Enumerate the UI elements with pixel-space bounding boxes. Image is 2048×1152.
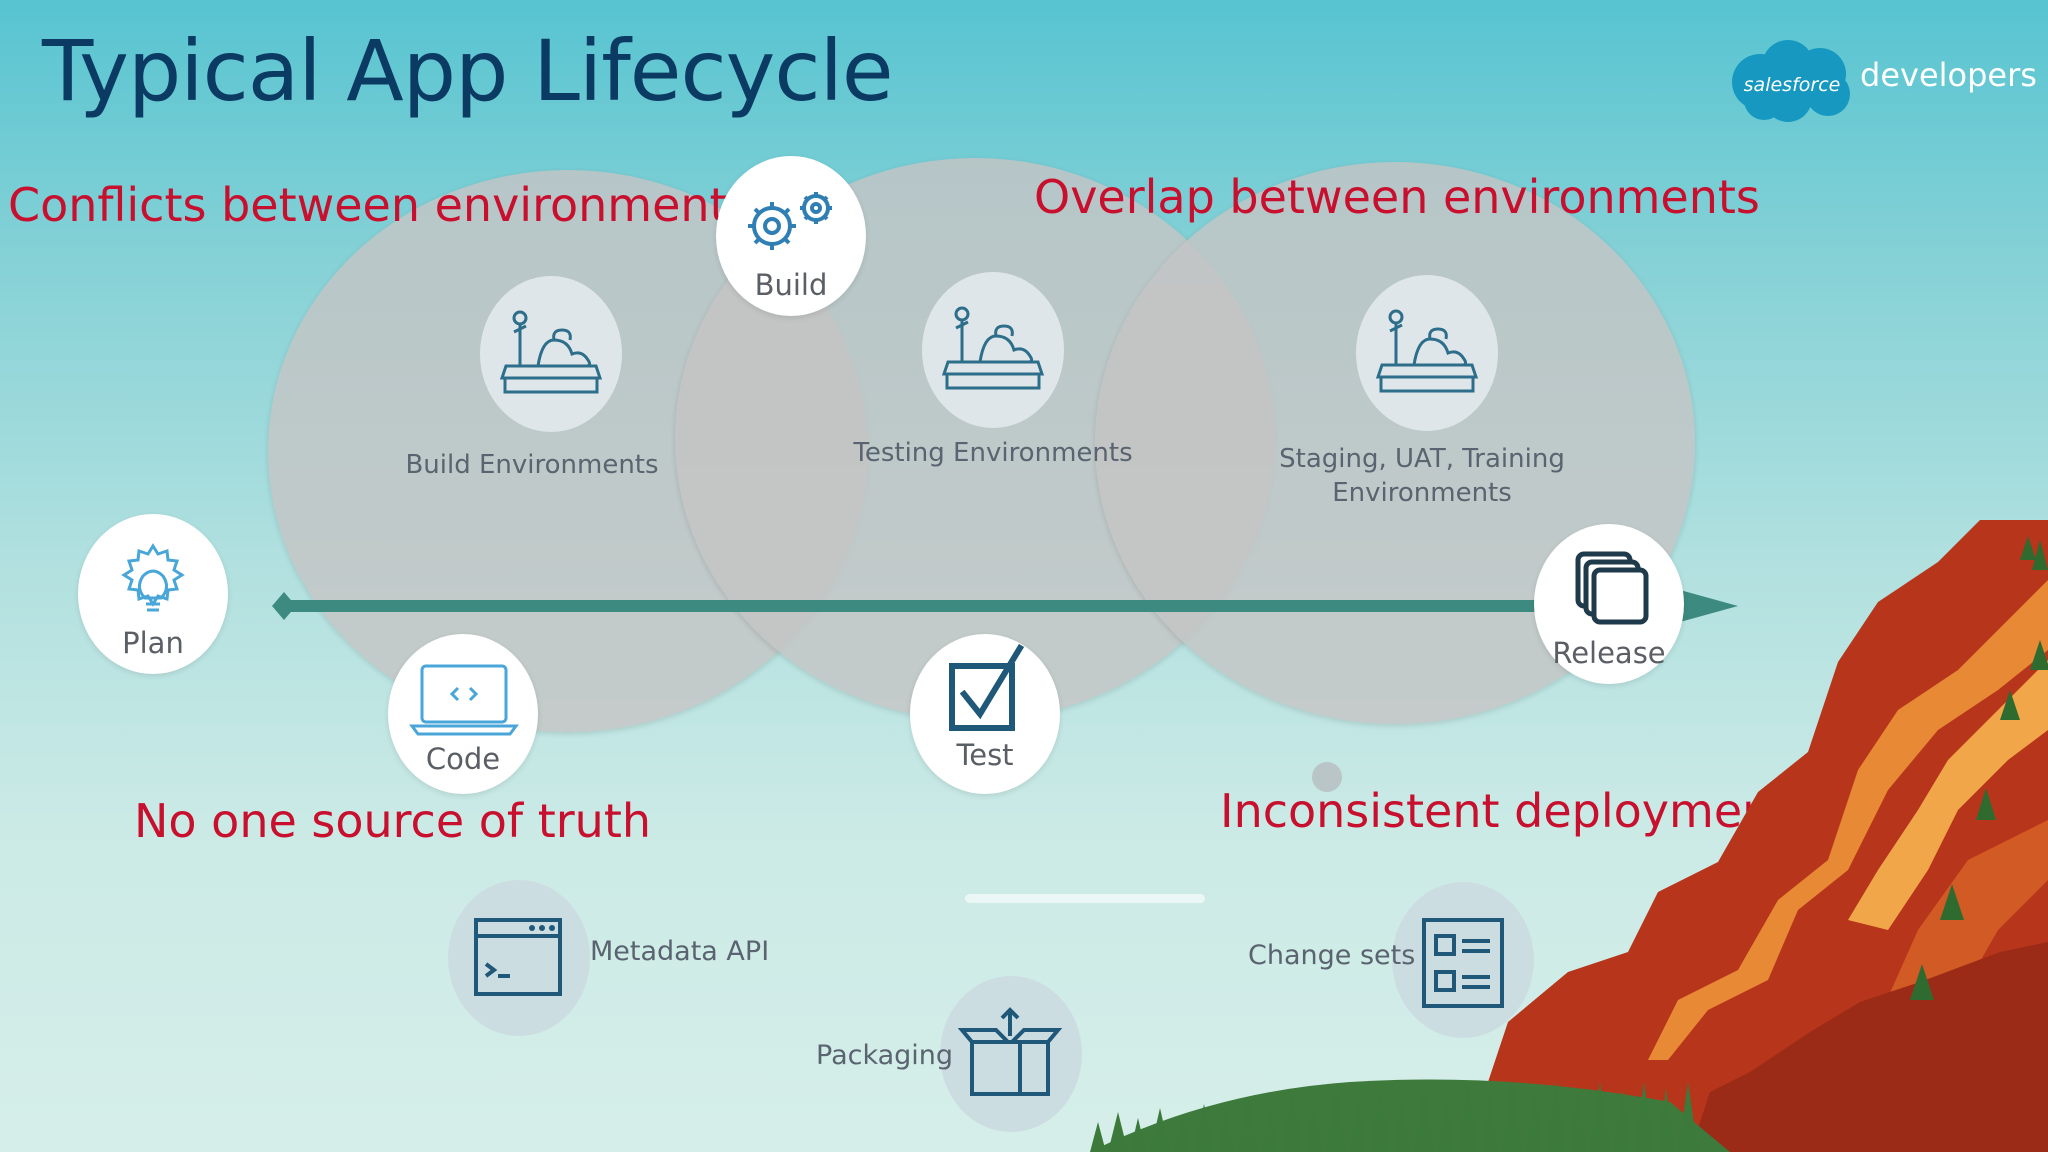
cloud-wisp	[965, 894, 1205, 903]
staging-env-badge	[1356, 275, 1498, 431]
open-box-icon	[958, 1007, 1063, 1096]
salesforce-cloud-logo: salesforce	[1732, 40, 1850, 122]
marker-dot	[1312, 762, 1342, 792]
mountain-scenery	[1090, 520, 2048, 1152]
checklist-icon	[1422, 918, 1504, 1008]
sandbox-icon	[941, 306, 1045, 390]
callout-inconsistent: Inconsistent deployments	[1220, 784, 1814, 838]
packaging-badge	[940, 976, 1082, 1132]
checkbox-check-icon	[949, 644, 1025, 731]
callout-conflicts: Conflicts between environments	[8, 178, 752, 232]
code-label: Code	[425, 742, 501, 776]
plan-stage-node: Plan	[78, 514, 228, 674]
gears-icon	[748, 192, 832, 250]
metadata-api-label: Metadata API	[590, 936, 770, 967]
terminal-window-icon	[474, 918, 562, 996]
release-label: Release	[1552, 636, 1666, 670]
sandbox-icon	[1375, 309, 1479, 393]
developers-label: developers	[1860, 56, 2037, 94]
plan-label: Plan	[122, 626, 184, 660]
slide-title: Typical App Lifecycle	[42, 22, 894, 120]
sandbox-icon	[499, 310, 603, 394]
staging-env-label: Staging, UAT, Training Environments	[1279, 444, 1565, 508]
release-stage-node: Release	[1534, 524, 1684, 684]
code-stage-node: Code	[388, 634, 538, 794]
change-sets-badge	[1392, 882, 1534, 1038]
testing-env-label: Testing Environments	[853, 438, 1133, 468]
testing-env-badge	[922, 272, 1064, 428]
tree-line	[1090, 1082, 1698, 1152]
build-env-label: Build Environments	[405, 450, 659, 480]
test-stage-node: Test	[910, 634, 1060, 794]
change-sets-label: Change sets	[1248, 940, 1416, 971]
test-label: Test	[956, 738, 1014, 772]
metadata-api-badge	[448, 880, 590, 1036]
laptop-code-icon	[409, 664, 519, 736]
build-env-badge	[480, 276, 622, 432]
build-label: Build	[754, 268, 828, 302]
salesforce-logo-text: salesforce	[1744, 74, 1841, 96]
lightbulb-gear-icon	[121, 543, 185, 612]
callout-overlap: Overlap between environments	[1034, 170, 1760, 224]
cliff-trees	[1910, 536, 2048, 1000]
build-stage-node: Build	[716, 156, 866, 316]
callout-no-source: No one source of truth	[134, 794, 652, 848]
lifecycle-timeline	[272, 590, 1738, 622]
packaging-label: Packaging	[816, 1040, 954, 1071]
stacked-layers-icon	[1575, 551, 1649, 625]
